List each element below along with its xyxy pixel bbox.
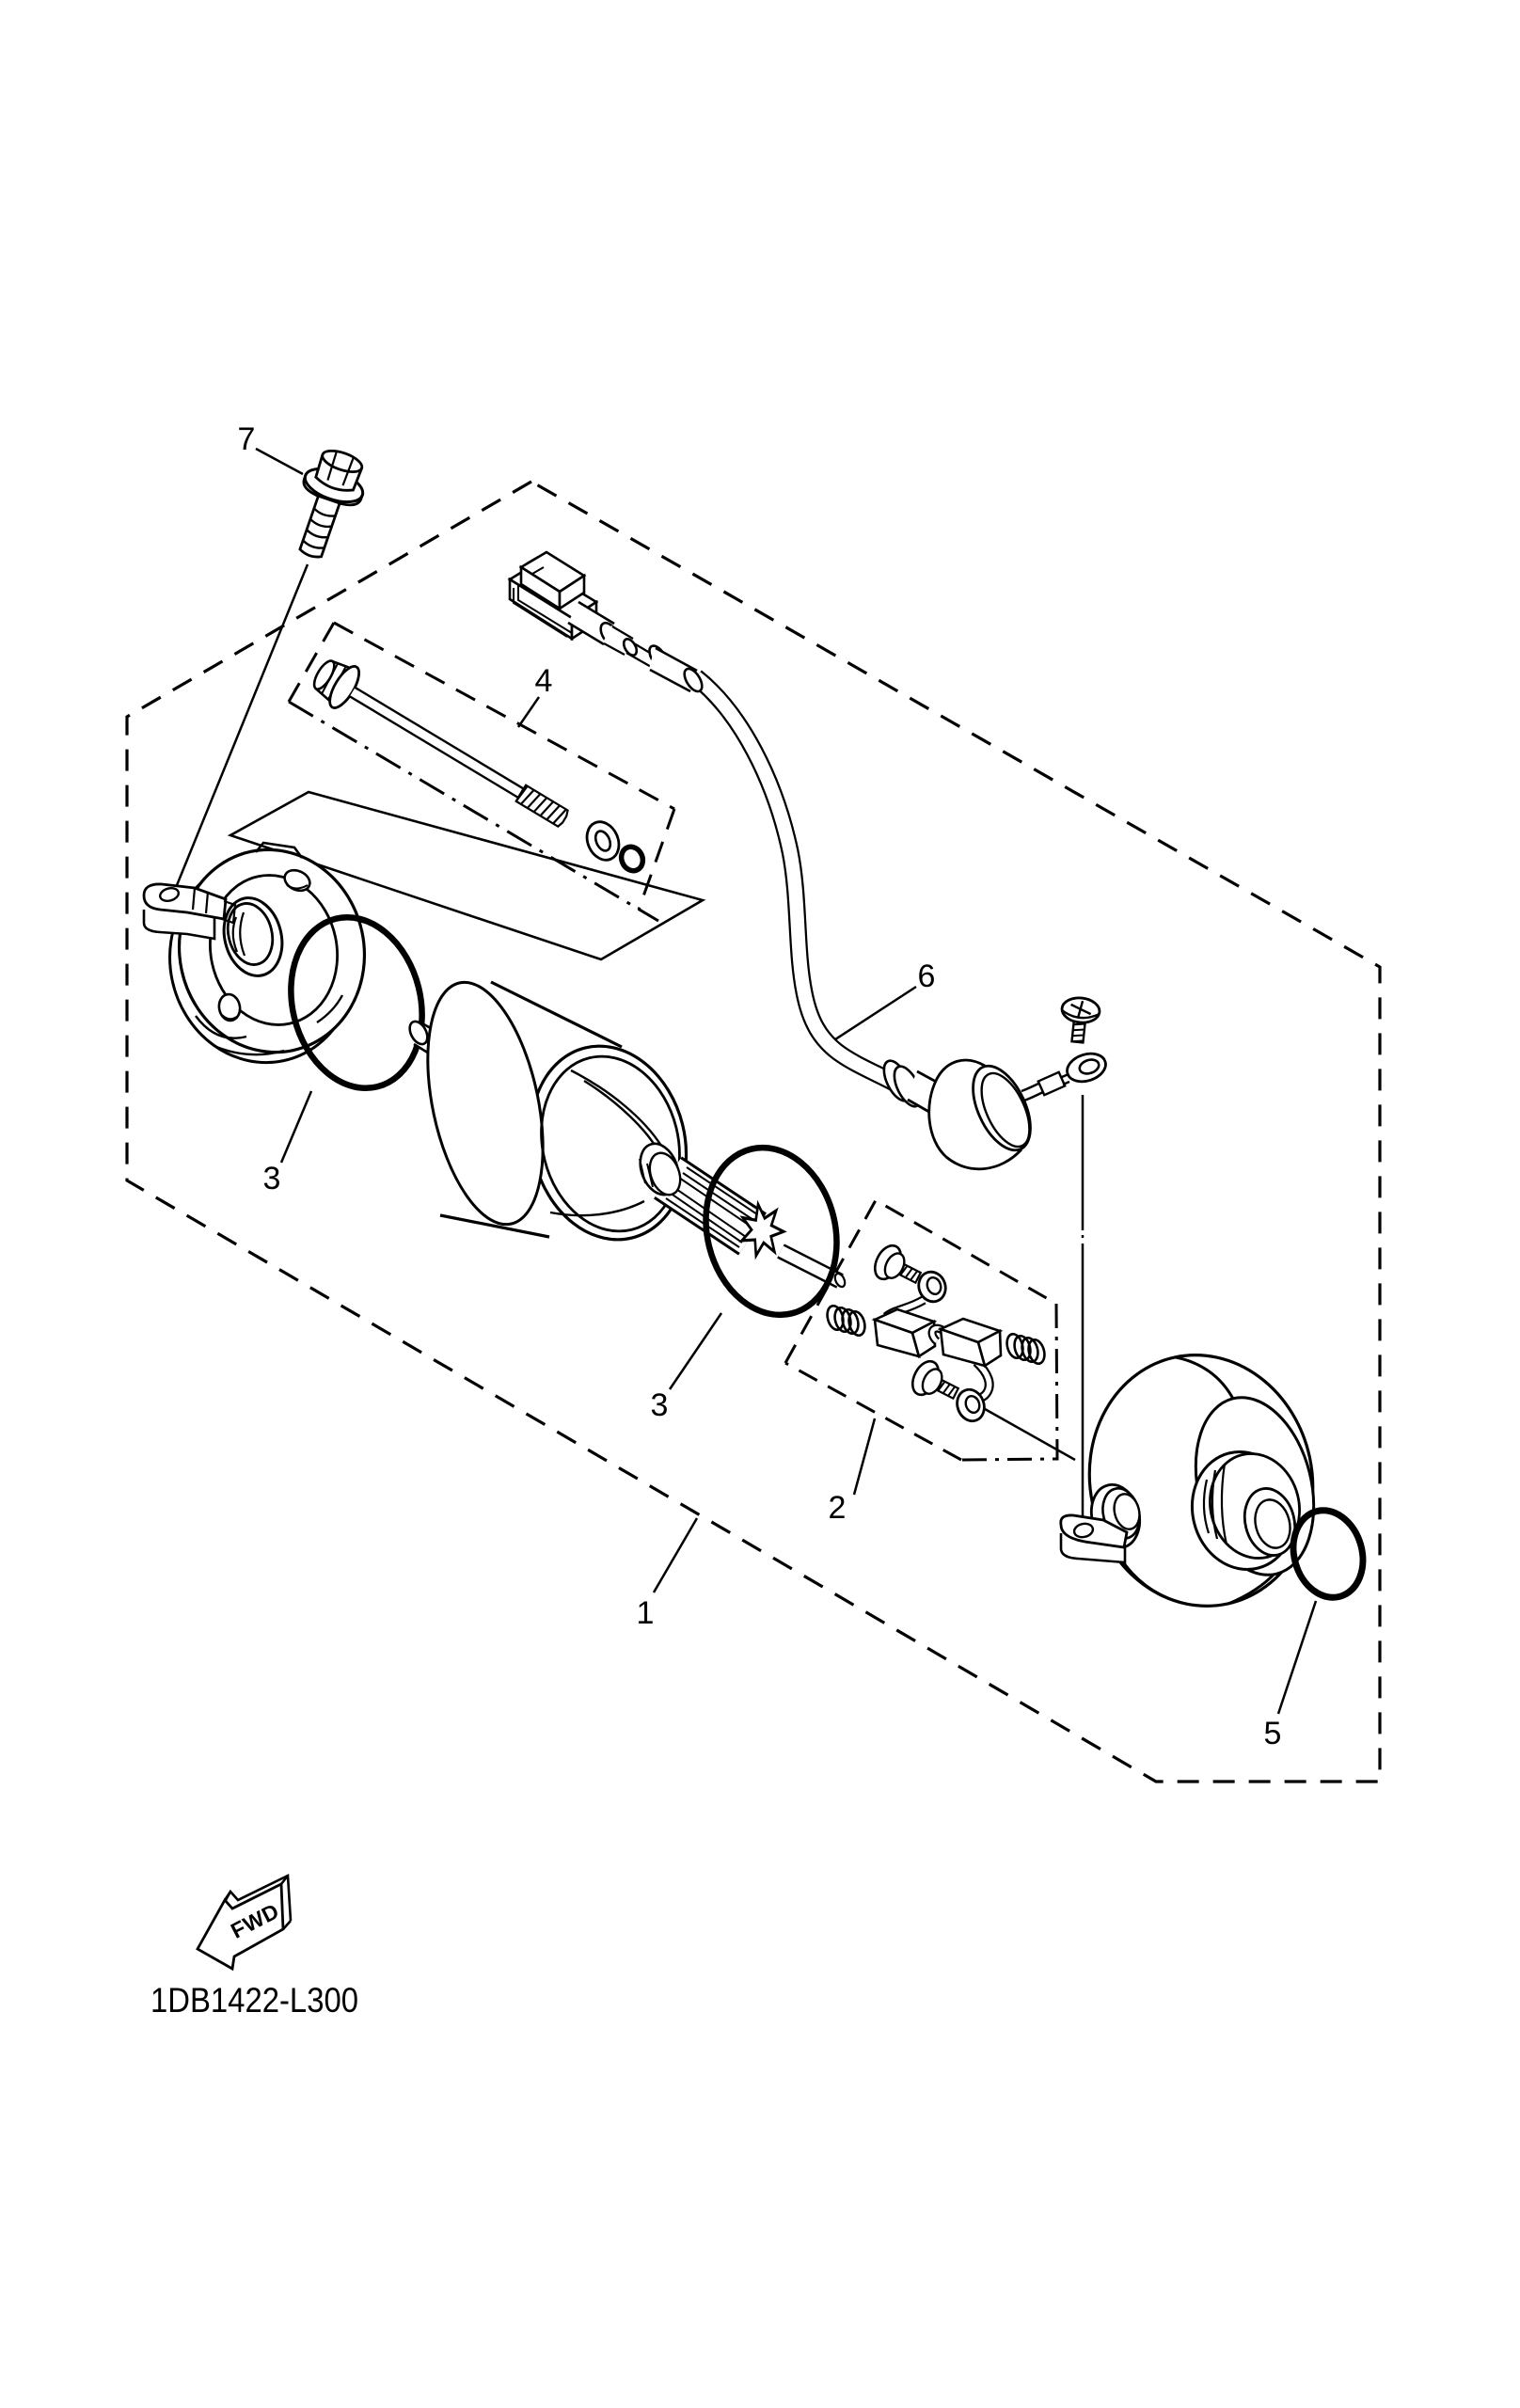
svg-text:1: 1 xyxy=(637,1595,655,1631)
svg-text:5: 5 xyxy=(1264,1716,1282,1751)
svg-text:6: 6 xyxy=(918,958,936,994)
svg-text:3: 3 xyxy=(263,1161,281,1196)
svg-text:1DB1422-L300: 1DB1422-L300 xyxy=(150,1981,358,2020)
svg-text:3: 3 xyxy=(651,1387,669,1423)
svg-text:7: 7 xyxy=(238,421,256,457)
svg-text:4: 4 xyxy=(535,663,553,699)
svg-text:2: 2 xyxy=(829,1490,847,1526)
